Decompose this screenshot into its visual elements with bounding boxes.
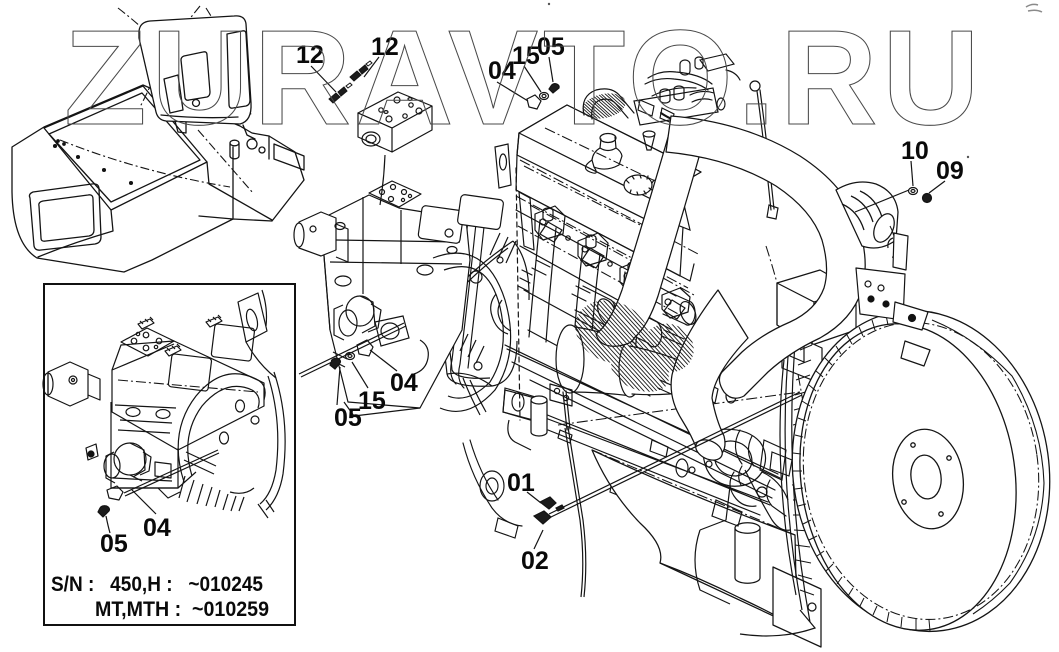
svg-text:01: 01: [507, 469, 535, 497]
svg-text:12: 12: [296, 41, 324, 69]
svg-text:10: 10: [901, 137, 929, 165]
svg-text:15: 15: [512, 42, 540, 70]
svg-text:15: 15: [358, 387, 386, 415]
svg-text:04: 04: [488, 57, 516, 85]
svg-text:09: 09: [936, 157, 964, 185]
svg-text:12: 12: [371, 33, 399, 61]
svg-text:MT,MTH : ~010259: MT,MTH : ~010259: [95, 598, 269, 621]
svg-text:05: 05: [100, 530, 128, 558]
svg-text:05: 05: [537, 33, 565, 61]
svg-text:05: 05: [334, 404, 362, 432]
svg-text:04: 04: [390, 369, 418, 397]
svg-text:S/N : 450,H : ~010245: S/N : 450,H : ~010245: [51, 573, 263, 596]
svg-text:ZURAVTO.RU: ZURAVTO.RU: [64, 2, 985, 153]
svg-text:04: 04: [143, 514, 171, 542]
svg-text:02: 02: [521, 547, 549, 575]
